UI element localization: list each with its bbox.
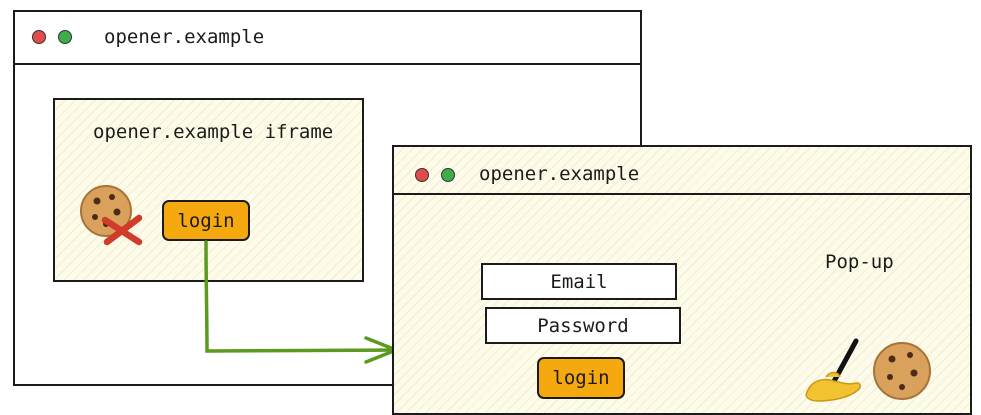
popup-login-button[interactable]: login [537,357,625,399]
email-field[interactable]: Email [481,263,677,300]
iframe-title: opener.example iframe [93,121,334,143]
close-dot-icon[interactable] [415,168,429,182]
iframe-login-button[interactable]: login [162,200,250,241]
password-field[interactable]: Password [485,307,681,344]
opener-titlebar: opener.example [15,12,640,65]
close-dot-icon[interactable] [32,30,46,44]
popup-window: opener.example Pop-up Email Password log… [392,145,972,415]
popup-label: Pop-up [825,251,894,273]
cookie-with-writing-hand-icon [805,338,931,402]
cookie-blocked-icon [80,185,143,246]
maximize-dot-icon[interactable] [441,168,455,182]
popup-titlebar: opener.example [394,147,970,195]
popup-window-title: opener.example [479,163,640,185]
maximize-dot-icon[interactable] [58,30,72,44]
opener-window-title: opener.example [104,26,265,48]
opener-iframe: opener.example iframe login [53,98,364,282]
